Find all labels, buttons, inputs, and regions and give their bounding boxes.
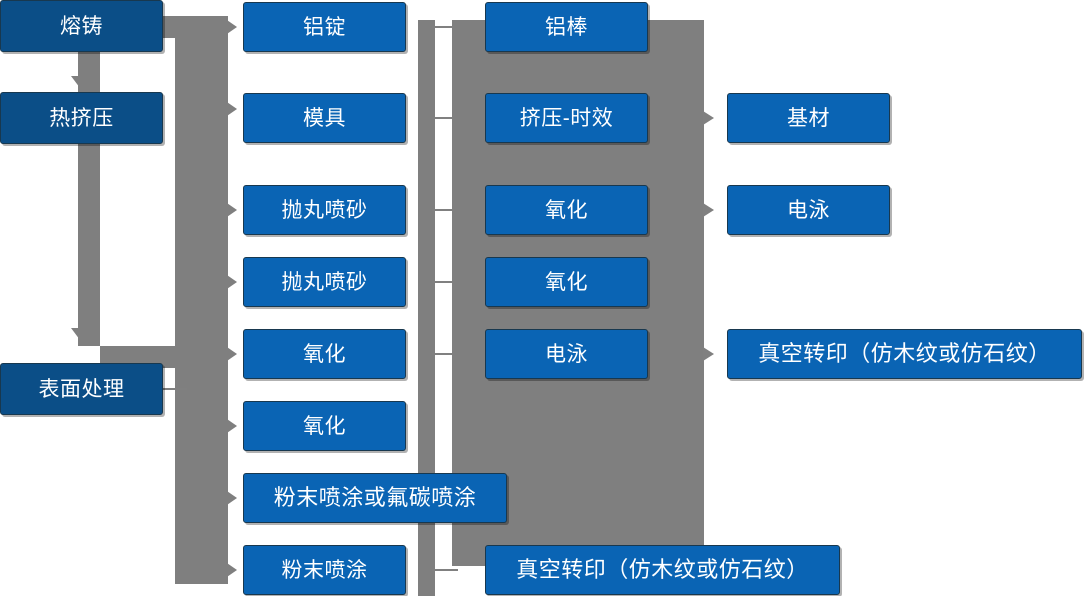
node-label: 表面处理 [38,377,125,401]
bridge-tick-3 [432,209,458,211]
node-label: 挤压-时效 [519,106,614,130]
arrowhead-to-substrate [703,111,714,125]
node-oxidation-col2-1[interactable]: 氧化 [243,329,406,379]
trunk-main-vertical [175,16,228,584]
node-substrate[interactable]: 基材 [727,93,890,143]
trunk-surface-connector [100,346,180,368]
node-oxidation-col3-1[interactable]: 氧化 [485,185,648,235]
bridge-tick-6 [432,569,458,571]
node-label: 氧化 [545,198,588,222]
bridge-tick-4 [432,281,458,283]
node-mould[interactable]: 模具 [243,93,406,143]
trunk-arrowhead-ingot [224,18,237,36]
trunk-arrowhead-powder [224,561,237,579]
node-melt-casting[interactable]: 熔铸 [0,0,163,52]
link-surface-to-trunk [163,388,187,390]
node-hot-extrusion[interactable]: 热挤压 [0,92,163,144]
node-label: 粉末喷涂或氟碳喷涂 [273,485,477,510]
bridge-tick-1 [432,26,458,28]
node-label: 基材 [787,106,830,130]
trunk-column1-vertical [78,46,100,346]
node-label: 粉末喷涂 [281,558,368,582]
trunk-arrow-down-to-surface [71,328,89,340]
node-vacuum-transfer-output[interactable]: 真空转印（仿木纹或仿石纹） [727,329,1082,379]
node-surface-treatment[interactable]: 表面处理 [0,363,163,415]
node-label: 氧化 [303,342,346,366]
node-electrophoresis-output[interactable]: 电泳 [727,185,890,235]
node-oxidation-col3-2[interactable]: 氧化 [485,257,648,307]
node-label: 铝棒 [545,15,588,39]
trunk-arrowhead-mould [224,100,237,118]
node-label: 热挤压 [49,106,114,130]
node-aluminium-bar[interactable]: 铝棒 [485,2,648,52]
trunk-arrowhead-powder-fluorocarbon [224,489,237,507]
node-label: 真空转印（仿木纹或仿石纹） [516,557,809,582]
trunk-arrowhead-oxidation-1 [224,345,237,363]
node-powder-or-fluorocarbon-coating[interactable]: 粉末喷涂或氟碳喷涂 [243,473,507,523]
arrowhead-to-vacuum-transfer [703,347,714,361]
node-label: 电泳 [545,342,588,366]
node-label: 铝锭 [303,15,346,39]
trunk-arrowhead-oxidation-2 [224,417,237,435]
trunk-arrow-down-to-extrude [71,76,89,88]
node-label: 抛丸喷砂 [281,270,368,294]
node-powder-coating[interactable]: 粉末喷涂 [243,545,406,595]
node-label: 真空转印（仿木纹或仿石纹） [758,341,1051,366]
bridge-tick-2 [432,117,458,119]
node-label: 模具 [303,106,346,130]
bridge-tick-5 [432,353,458,355]
node-electrophoresis-col3[interactable]: 电泳 [485,329,648,379]
bridge-vertical-bar [418,20,435,596]
trunk-arrowhead-shotblast-2 [224,273,237,291]
node-label: 熔铸 [60,14,103,38]
trunk-arrowhead-shotblast-1 [224,201,237,219]
node-aluminium-ingot[interactable]: 铝锭 [243,2,406,52]
node-oxidation-col2-2[interactable]: 氧化 [243,401,406,451]
node-extrusion-aging[interactable]: 挤压-时效 [485,93,648,143]
node-shotblast-sandblast-2[interactable]: 抛丸喷砂 [243,257,406,307]
node-label: 电泳 [787,198,830,222]
node-vacuum-transfer-col3[interactable]: 真空转印（仿木纹或仿石纹） [485,545,840,595]
node-label: 氧化 [545,270,588,294]
node-shotblast-sandblast-1[interactable]: 抛丸喷砂 [243,185,406,235]
node-label: 氧化 [303,414,346,438]
node-label: 抛丸喷砂 [281,198,368,222]
arrowhead-to-electrophoresis [703,203,714,217]
